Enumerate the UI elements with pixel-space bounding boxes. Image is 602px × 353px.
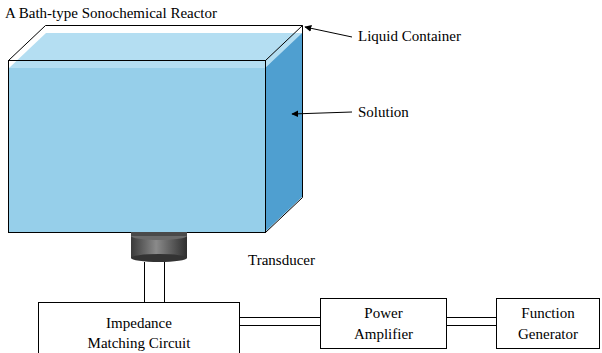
diagram-title: A Bath-type Sonochemical Reactor [5, 4, 217, 22]
solution-front [9, 68, 265, 232]
block-box: Power Amplifier [320, 298, 447, 349]
connector-wire [447, 317, 496, 318]
connector-wire [240, 325, 320, 326]
block-label: Power Amplifier [339, 303, 429, 344]
block-box: Function Generator [496, 298, 600, 349]
leader-line [292, 112, 352, 114]
solution-top [9, 33, 302, 68]
signal-connector [240, 318, 320, 326]
connector-wire [240, 317, 320, 318]
connector-wire [447, 325, 496, 326]
leader-line [305, 27, 352, 37]
transducer-symbol [131, 232, 187, 262]
signal-connector [447, 318, 496, 326]
solution-side [265, 33, 302, 232]
container-outline [9, 26, 303, 233]
part-label: Solution [358, 103, 409, 121]
part-label: Transducer [248, 251, 315, 269]
transducer-wires [145, 262, 165, 302]
block-box: Impedance Matching Circuit [38, 302, 240, 353]
part-label: Liquid Container [358, 27, 461, 45]
block-label: Impedance Matching Circuit [77, 313, 202, 353]
block-label: Function Generator [503, 303, 593, 344]
